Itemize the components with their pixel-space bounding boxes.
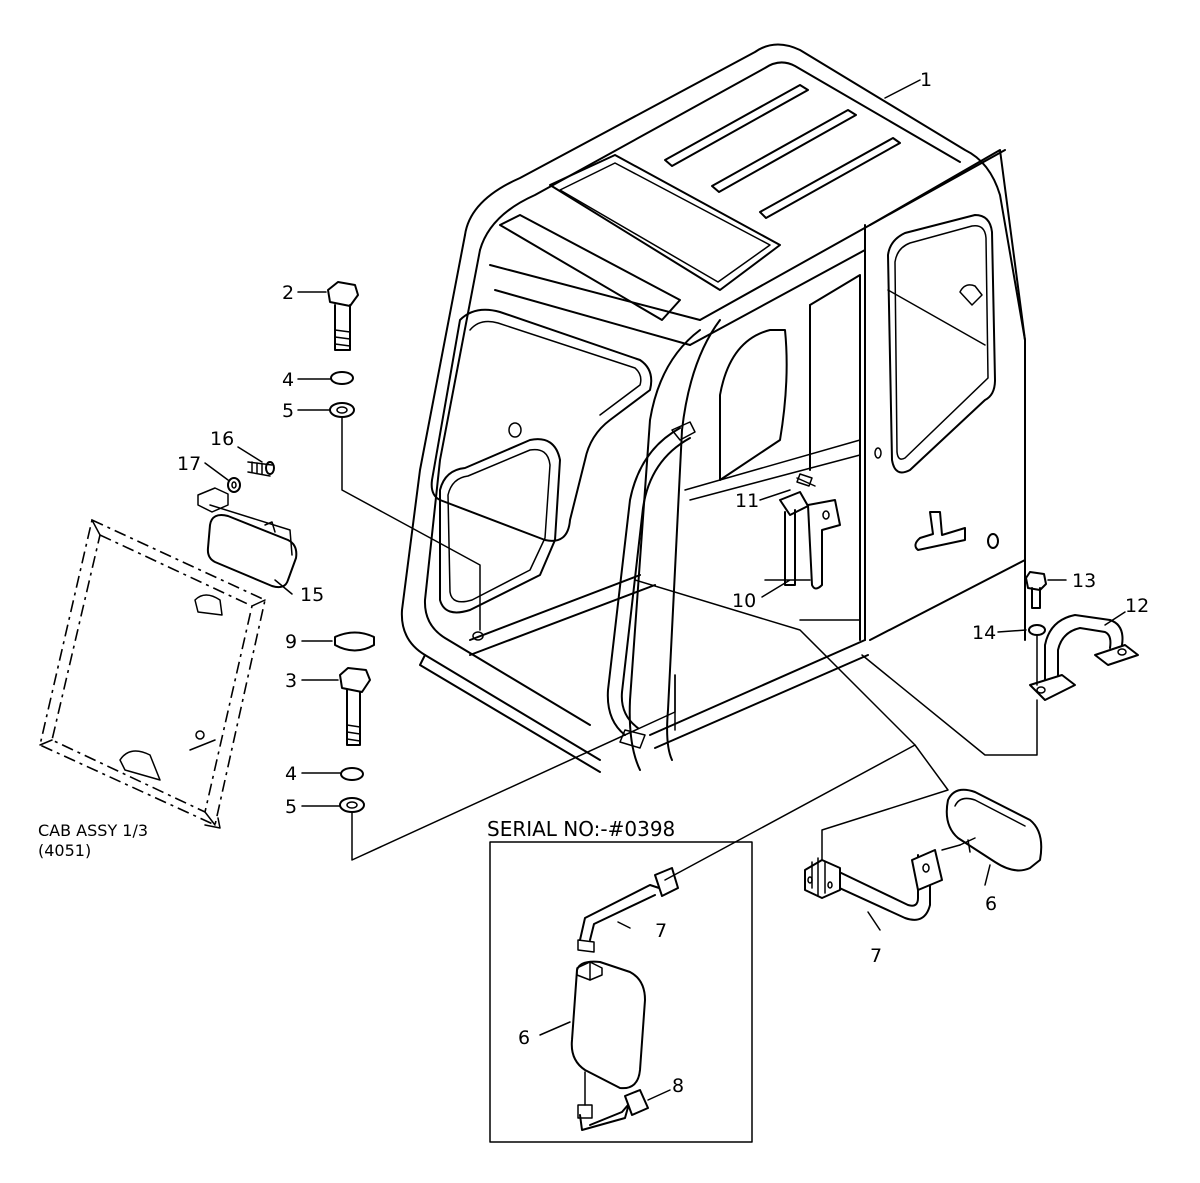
callout-3: 3 [285, 670, 297, 692]
serial-box [489, 744, 916, 1143]
bolt-2 [327, 281, 359, 351]
callout-11: 11 [735, 490, 759, 512]
washer-5b [339, 797, 365, 813]
callout-12: 12 [1125, 595, 1149, 617]
callout-16: 16 [210, 428, 234, 450]
callout-8: 8 [672, 1075, 684, 1097]
callout-5b: 5 [285, 796, 297, 818]
callout-6-right: 6 [985, 893, 997, 915]
leader-6-right [634, 579, 949, 861]
caption-line-2: (4051) [38, 841, 91, 860]
handrail-12 [1029, 614, 1139, 701]
callout-6-box: 6 [518, 1027, 530, 1049]
leader-12 [861, 654, 1038, 756]
callout-9: 9 [285, 631, 297, 653]
leader-5a [341, 417, 481, 631]
stay-7-box [577, 867, 679, 953]
callout-7-right: 7 [870, 945, 882, 967]
washer-14 [1028, 624, 1046, 636]
callout-17: 17 [177, 453, 201, 475]
callout-2: 2 [282, 282, 294, 304]
caption-line-1: CAB ASSY 1/3 [38, 821, 148, 840]
bolt-3 [339, 667, 371, 746]
lock-washer-4b [340, 767, 364, 781]
callout-leaders [204, 79, 1126, 1101]
callout-4a: 4 [282, 369, 294, 391]
callout-4b: 4 [285, 763, 297, 785]
stay-8-box [577, 1071, 649, 1131]
callout-10: 10 [732, 590, 756, 612]
callout-13: 13 [1072, 570, 1096, 592]
lock-lever [779, 473, 841, 590]
mirror-6-box [570, 960, 646, 1090]
callout-1: 1 [920, 69, 932, 91]
washer-5a [329, 402, 355, 418]
stay-7-right [804, 844, 961, 921]
door-glass-frame [39, 518, 266, 829]
mirror-6-right [945, 788, 1043, 872]
washer-17 [227, 477, 241, 493]
callout-5a: 5 [282, 400, 294, 422]
bolt-13 [1025, 571, 1047, 609]
leader-5b [351, 674, 676, 861]
callout-15: 15 [300, 584, 324, 606]
mirror-15 [197, 487, 298, 589]
lock-washer-4a [330, 371, 354, 385]
callout-14: 14 [972, 622, 996, 644]
cap-plug-9 [334, 631, 375, 652]
callout-7-box: 7 [655, 920, 667, 942]
screw-16 [247, 461, 275, 477]
serial-box-title: SERIAL NO:-#0398 [487, 817, 675, 841]
cab-assembly [400, 43, 1026, 773]
